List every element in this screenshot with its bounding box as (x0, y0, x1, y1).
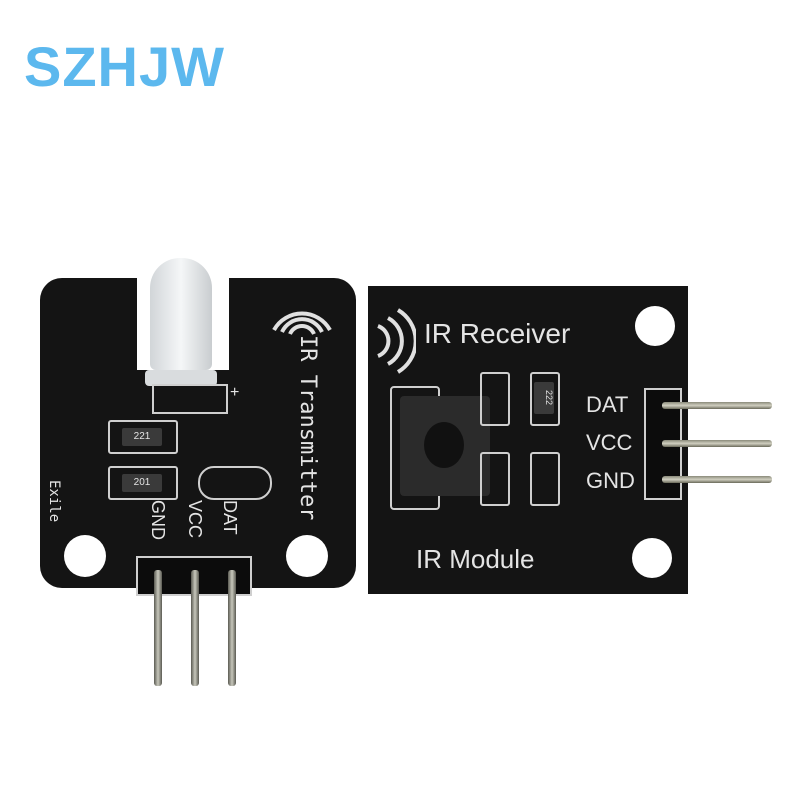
mount-hole (64, 535, 106, 577)
pin-label-gnd: GND (586, 468, 635, 493)
pin-vcc (191, 570, 199, 686)
mount-hole (286, 535, 328, 577)
pin-label-dat: DAT (586, 392, 629, 417)
pin-dat (228, 570, 236, 686)
maker-mark: Exile (46, 480, 62, 523)
resistor-222: 222 (530, 372, 560, 426)
resistor-221: 221 (108, 420, 178, 454)
brand-logo: SZHJW (24, 35, 225, 98)
pin-label-vcc: VCC (586, 430, 633, 455)
receiver-title: IR Receiver (424, 318, 571, 349)
smd-component (480, 452, 510, 506)
led-footprint (152, 384, 228, 414)
mount-hole (632, 538, 672, 578)
pin-vcc (662, 440, 772, 447)
ir-waves-icon (377, 308, 416, 374)
pin-label-gnd: GND (148, 500, 168, 540)
sensor-dome (424, 422, 464, 468)
polarity-mark: + (230, 384, 240, 401)
pin-gnd (662, 476, 772, 483)
transmitter-title: IR Transmitter (295, 335, 320, 521)
pin-gnd (154, 570, 162, 686)
mount-hole (635, 306, 675, 346)
pin-dat (662, 402, 772, 409)
resistor-201: 201 (108, 466, 178, 500)
status-led (198, 466, 272, 500)
ir-led (150, 258, 212, 370)
pin-label-dat: DAT (220, 500, 240, 535)
status-led (530, 452, 560, 506)
pin-label-vcc: VCC (185, 500, 205, 539)
led-base (145, 370, 217, 386)
receiver-subtitle: IR Module (416, 544, 535, 574)
smd-component (480, 372, 510, 426)
ir-waves-icon (272, 311, 332, 335)
